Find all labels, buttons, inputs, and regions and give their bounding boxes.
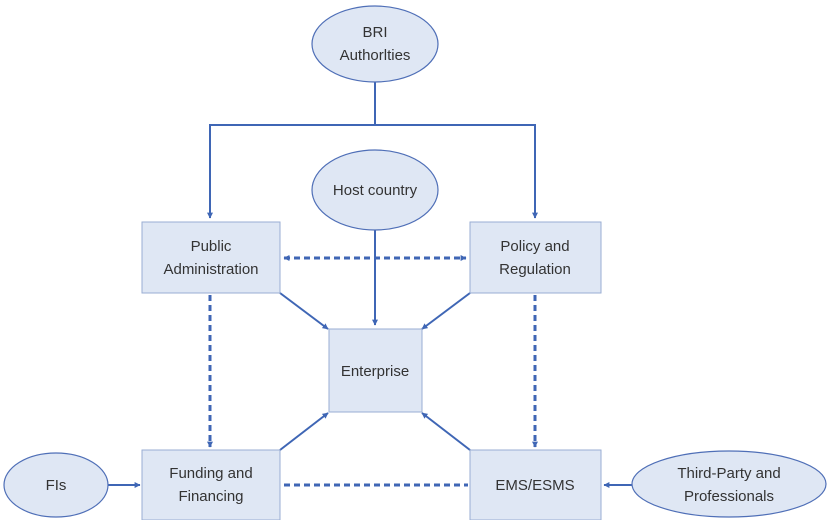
node-funding-financing: Funding and Financing — [141, 449, 281, 520]
public-administration-box — [141, 221, 281, 294]
ems-esms-label: EMS/ESMS — [495, 477, 574, 494]
host-country-label: Host country — [333, 182, 418, 199]
policy-regulation-box — [469, 221, 602, 294]
connector-ems-to-enterprise — [421, 412, 471, 451]
public-administration-line1: Public — [191, 238, 232, 255]
policy-regulation-line1: Policy and — [500, 238, 569, 255]
funding-financing-line2: Financing — [178, 488, 243, 505]
public-administration-line2: Administration — [163, 261, 258, 278]
node-public-administration: Public Administration — [141, 221, 281, 294]
funding-financing-box — [141, 449, 281, 520]
node-policy-regulation: Policy and Regulation — [469, 221, 602, 294]
node-host-country: Host country — [311, 149, 439, 231]
fis-oval — [3, 452, 109, 518]
node-enterprise: Enterprise — [328, 328, 423, 413]
enterprise-box — [328, 328, 423, 413]
node-third-party: Third-Party and Professionals — [631, 450, 827, 518]
connector-public-administration-to-enterprise — [279, 292, 329, 330]
connectors — [108, 82, 632, 488]
node-fis: FIs — [3, 452, 109, 518]
ems-esms-box — [469, 449, 602, 520]
policy-regulation-line2: Regulation — [499, 261, 571, 278]
host-country-oval — [311, 149, 439, 231]
connector-bri-to-policy-regulation — [375, 124, 538, 219]
bri-authorities-oval — [311, 5, 439, 83]
enterprise-label: Enterprise — [341, 363, 409, 380]
node-bri-authorities: BRI Authorlties — [311, 5, 439, 83]
bri-authorities-line1: BRI — [362, 24, 387, 41]
bri-authorities-line2: Authorlties — [340, 47, 411, 64]
node-ems-esms: EMS/ESMS — [469, 449, 602, 520]
fis-label: FIs — [46, 477, 67, 494]
third-party-oval — [631, 450, 827, 518]
funding-financing-line1: Funding and — [169, 465, 252, 482]
connector-policy-regulation-to-enterprise — [421, 292, 471, 330]
third-party-line1: Third-Party and — [677, 465, 780, 482]
connector-bri-to-public-administration — [207, 82, 376, 219]
connector-funding-to-enterprise — [279, 412, 329, 451]
third-party-line2: Professionals — [684, 488, 774, 505]
